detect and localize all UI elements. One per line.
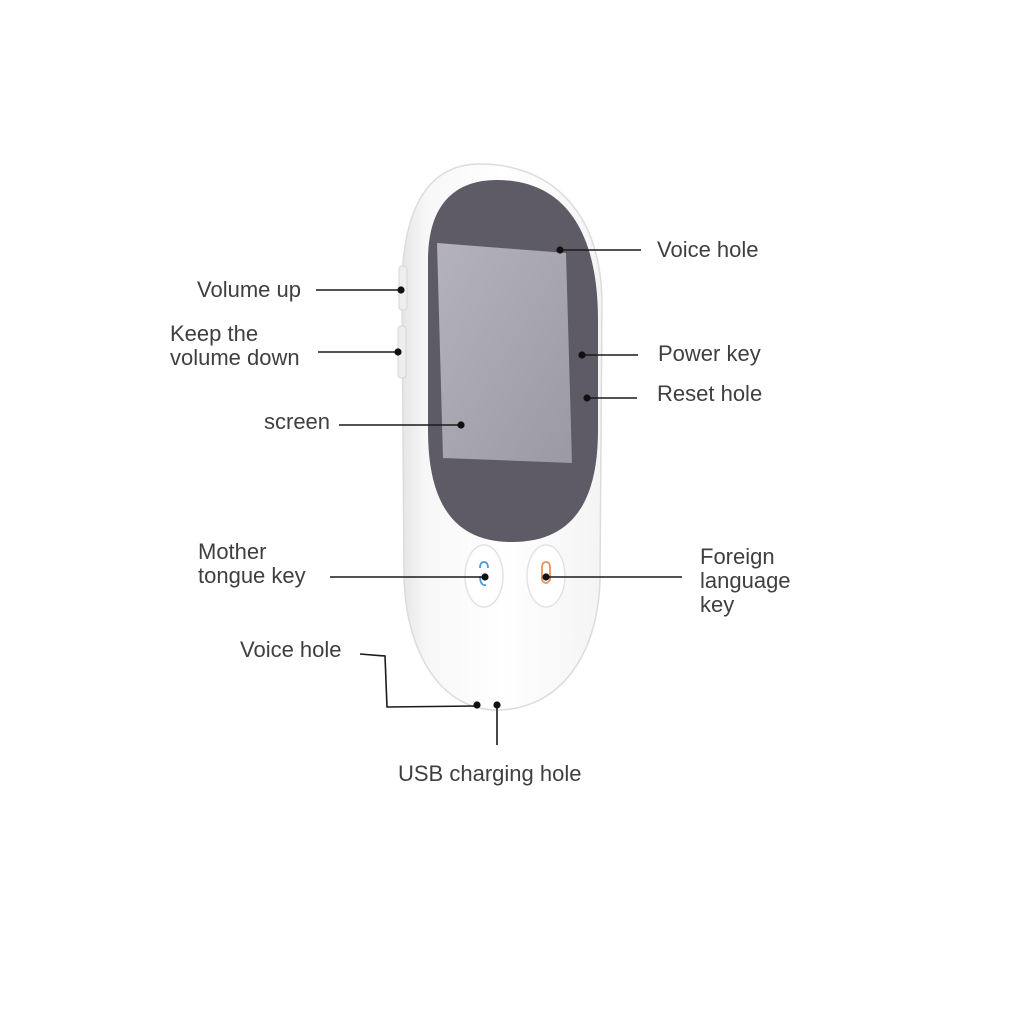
dot-screen xyxy=(457,421,465,429)
anchor-dots xyxy=(394,246,591,709)
leader-lines xyxy=(316,249,682,745)
dot-foreign-key xyxy=(542,573,550,581)
label-screen: screen xyxy=(264,409,331,434)
dot-usb-hole xyxy=(493,701,501,709)
label-volume-down: Keep the volume down xyxy=(170,321,300,370)
microphone-outline-icon xyxy=(541,561,551,584)
label-foreign-language-key: Foreign language key xyxy=(700,544,791,617)
dot-voice-hole-bottom xyxy=(473,701,481,709)
screen-display xyxy=(437,243,572,463)
label-voice-hole-bottom: Voice hole xyxy=(240,637,342,662)
dot-volume-up xyxy=(397,286,405,294)
label-reset-hole: Reset hole xyxy=(657,381,763,406)
dot-voice-hole-top xyxy=(556,246,564,254)
dot-reset-hole xyxy=(583,394,591,402)
dot-power-key xyxy=(578,351,586,359)
label-usb-charging-hole: USB charging hole xyxy=(398,761,582,786)
label-power-key: Power key xyxy=(658,341,761,366)
label-mother-tongue-key: Mother tongue key xyxy=(198,539,306,588)
dot-volume-down xyxy=(394,348,402,356)
dot-mother-key xyxy=(481,573,489,581)
label-volume-up: Volume up xyxy=(197,277,301,302)
leader-voice-hole-bottom xyxy=(359,653,478,708)
label-voice-hole-top: Voice hole xyxy=(657,237,759,262)
